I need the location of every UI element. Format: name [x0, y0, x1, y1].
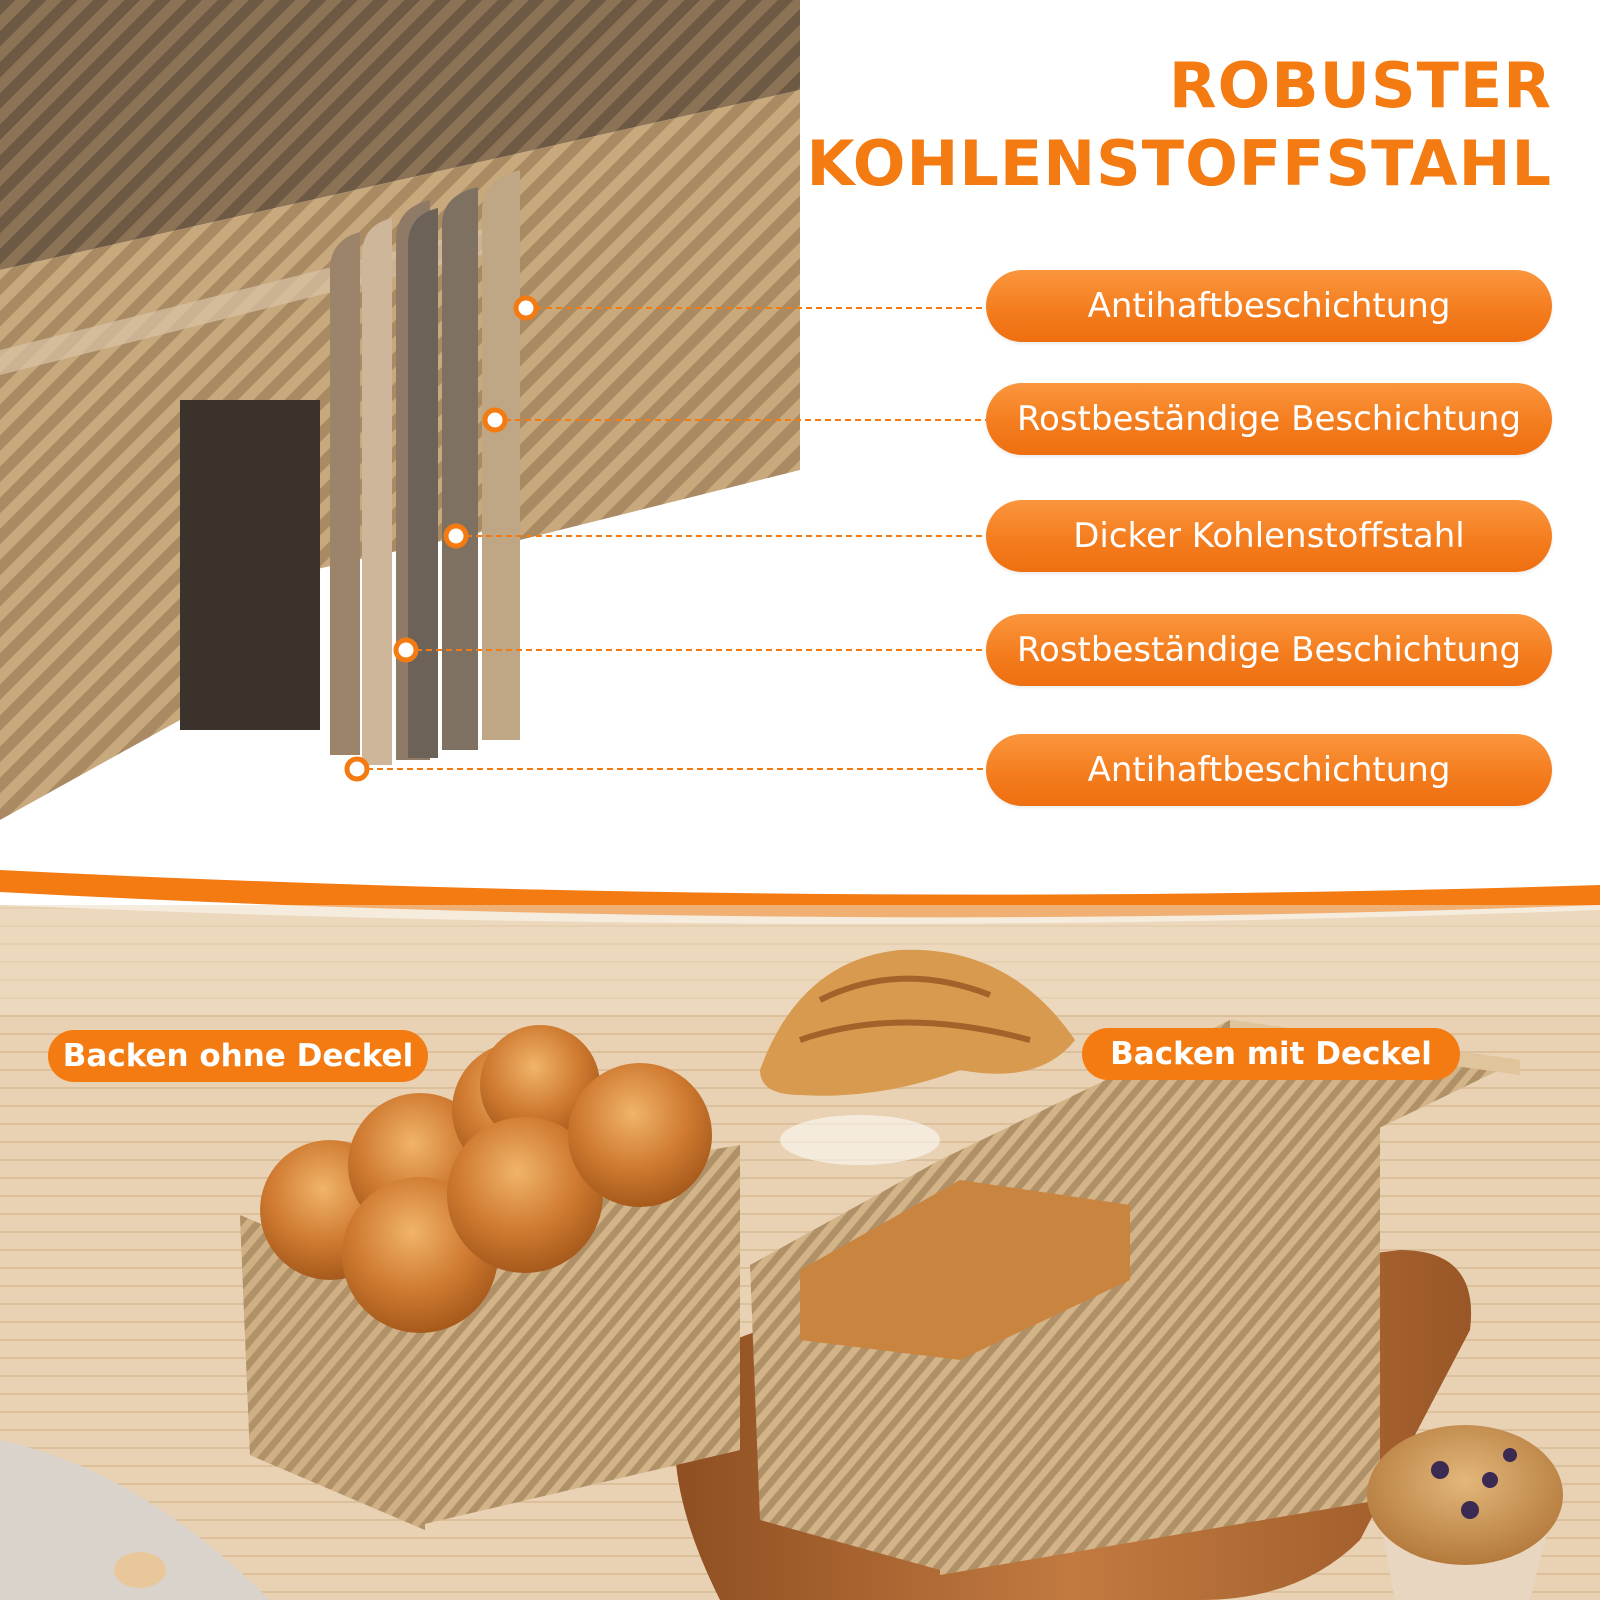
layer-label-nonstick-top: Antihaftbeschichtung [986, 270, 1552, 342]
layer-label-nonstick-bottom: Antihaftbeschichtung [986, 734, 1552, 806]
tag-with-lid: Backen mit Deckel [1082, 1028, 1460, 1080]
layer-label-rustproof-bottom: Rostbeständige Beschichtung [986, 614, 1552, 686]
tag-without-lid: Backen ohne Deckel [48, 1030, 428, 1082]
layer-label-carbon-steel: Dicker Kohlenstoffstahl [986, 500, 1552, 572]
kitchen-scene [0, 905, 1600, 1600]
pan-cross-section [0, 0, 800, 820]
headline-line-1: ROBUSTER [1168, 49, 1552, 122]
headline-line-2: KOHLENSTOFFSTAHL [806, 127, 1552, 200]
layer-markers [344, 295, 539, 782]
layer-label-rustproof-top: Rostbeständige Beschichtung [986, 383, 1552, 455]
leader-lines [357, 307, 986, 770]
